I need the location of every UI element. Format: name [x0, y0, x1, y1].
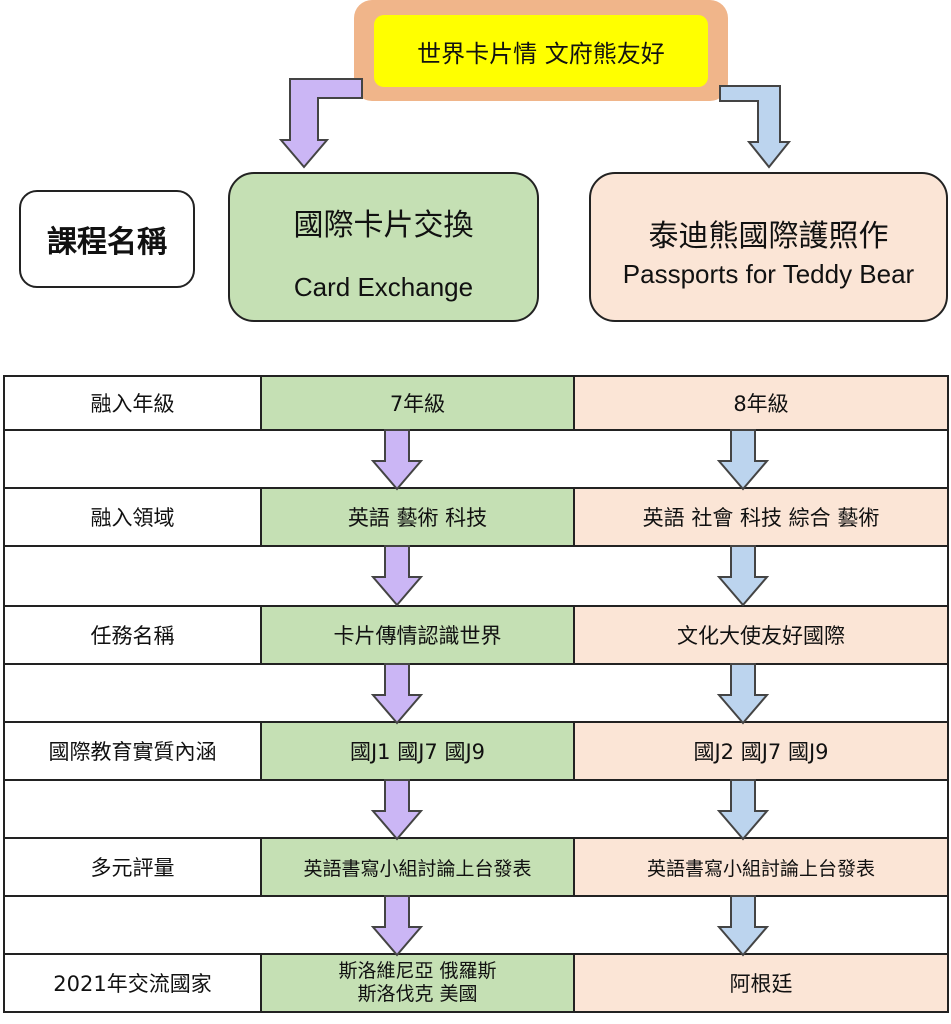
course-card-teddy-passport: 泰迪熊國際護照作 Passports for Teddy Bear	[589, 172, 948, 322]
course-title-en: Card Exchange	[293, 271, 474, 302]
row-label-countries: 2021年交流國家	[3, 953, 262, 1013]
countries-line: 斯洛維尼亞 俄羅斯	[338, 960, 497, 983]
countries-line: 斯洛伐克 美國	[357, 983, 478, 1005]
elbow-arrow-left	[278, 78, 363, 169]
content-peach: 國J2 國J7 國J9	[573, 721, 949, 781]
down-arrow-green	[370, 429, 424, 491]
content-green: 國J1 國J7 國J9	[260, 721, 575, 781]
elbow-arrow-right	[719, 85, 792, 169]
down-arrow-green	[370, 895, 424, 957]
down-arrow-peach	[716, 429, 770, 491]
down-arrow-peach	[716, 663, 770, 725]
assessment-peach: 英語書寫小組討論上台發表	[573, 837, 949, 897]
assessment-green: 英語書寫小組討論上台發表	[260, 837, 575, 897]
down-arrow-peach	[716, 895, 770, 957]
countries-green: 斯洛維尼亞 俄羅斯 斯洛伐克 美國	[260, 953, 575, 1013]
course-title-en: Passports for Teddy Bear	[622, 258, 915, 289]
down-arrow-green	[370, 545, 424, 607]
course-card-exchange: 國際卡片交換 Card Exchange	[228, 172, 539, 322]
down-arrow-green	[370, 779, 424, 841]
down-arrow-peach	[716, 779, 770, 841]
task-green: 卡片傳情認識世界	[260, 605, 575, 665]
down-arrow-green	[370, 663, 424, 725]
down-arrow-peach	[716, 545, 770, 607]
spacer-row	[3, 663, 949, 723]
domain-peach: 英語 社會 科技 綜合 藝術	[573, 487, 949, 547]
row-label-domain: 融入領域	[3, 487, 262, 547]
course-title-zh: 泰迪熊國際護照作	[648, 218, 889, 254]
grade-green: 7年級	[260, 375, 575, 431]
diagram-title: 世界卡片情 文府熊友好	[374, 15, 708, 87]
row-label-assessment: 多元評量	[3, 837, 262, 897]
countries-peach: 阿根廷	[573, 953, 949, 1013]
spacer-row	[3, 545, 949, 607]
spacer-row	[3, 429, 949, 489]
course-name-label: 課程名稱	[19, 190, 195, 288]
course-title-zh: 國際卡片交換	[293, 207, 474, 243]
